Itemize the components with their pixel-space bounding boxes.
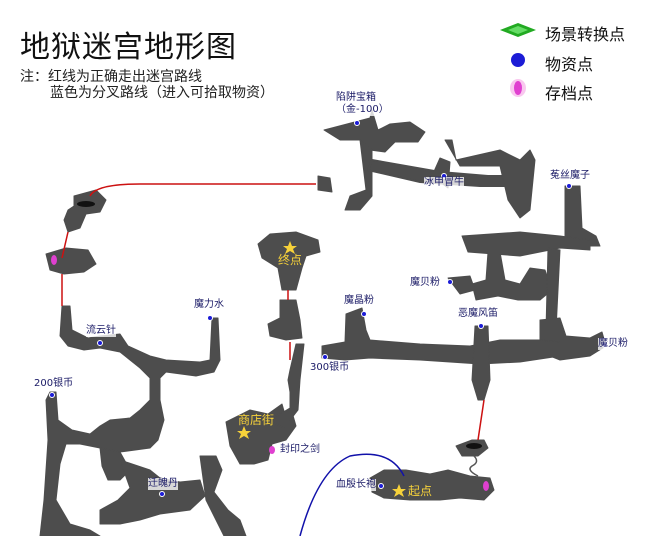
label-end-point: 终点 <box>278 253 303 267</box>
label-trap-chest: 陷阱宝箱 <box>336 92 376 104</box>
label-shop-street: 商店街 <box>238 413 275 427</box>
label-trap-chest-sub: （金-100） <box>336 104 389 116</box>
label-ice-armor: 冰甲冒牛 <box>424 177 464 189</box>
note-blue-route: 蓝色为分叉路线（进入可拾取物资） <box>50 85 274 101</box>
pit-markers <box>77 201 482 449</box>
label-crystal-powder: 魔晶粉 <box>344 295 374 307</box>
label-silver-200: 200银币 <box>34 378 74 390</box>
save-points <box>51 255 489 491</box>
legend-label-item: 物资点 <box>545 55 594 74</box>
label-strength-water: 魔力水 <box>194 299 224 311</box>
legend-label-scene-transition: 场景转换点 <box>545 25 626 44</box>
rock-terrain <box>39 109 607 536</box>
label-blood-robe: 血殷长袍 <box>336 479 376 491</box>
save-point-icon <box>510 79 526 97</box>
label-shell-powder-2: 魔贝粉 <box>598 338 628 350</box>
label-seal-sword: 封印之剑 <box>280 444 320 456</box>
scene-transition-icon <box>500 23 536 37</box>
label-start-point: 起点 <box>408 484 433 498</box>
legend-label-save-point: 存档点 <box>545 84 594 103</box>
label-demon-flute: 恶魔风笛 <box>458 308 498 320</box>
note-red-route: 注：红线为正确走出迷宫路线 <box>20 69 202 85</box>
label-cloud-needle: 流云针 <box>86 325 116 337</box>
route-lines <box>61 183 485 536</box>
label-shell-powder-1: 魔贝粉 <box>410 277 440 289</box>
label-elf-demon: 菟丝魔子 <box>550 170 590 182</box>
item-icon <box>511 53 525 67</box>
page-title: 地狱迷宫地形图 <box>20 30 237 65</box>
star-markers <box>237 241 406 497</box>
label-soul-pill: 迁魄丹 <box>148 478 178 490</box>
label-silver-300: 300银币 <box>310 362 350 374</box>
